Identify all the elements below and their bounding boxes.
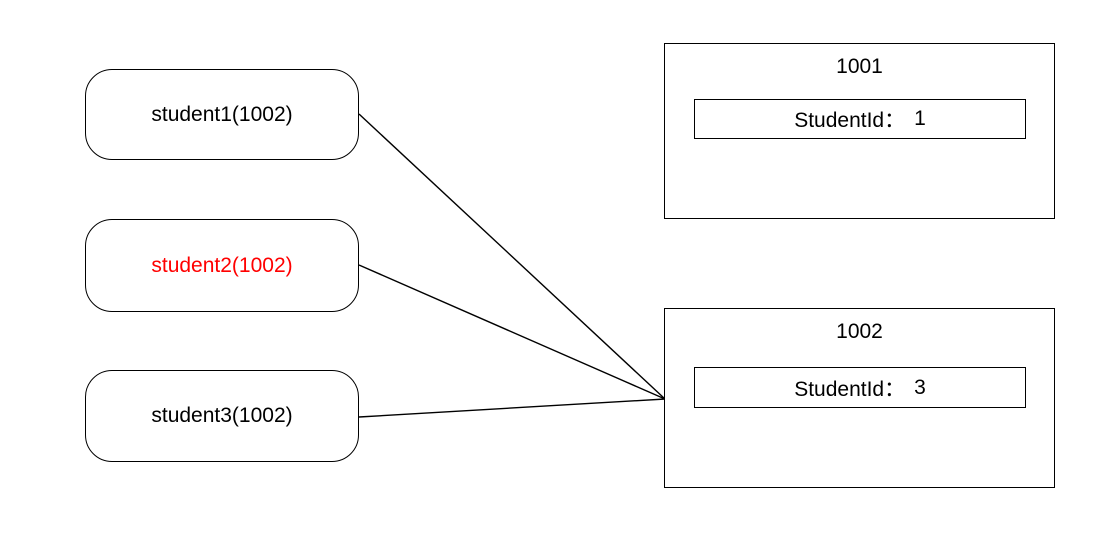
group-1002-studentid-value: 3 [914,375,926,399]
group-1001: 1001 StudentId： 1 [664,43,1055,219]
group-1002: 1002 StudentId： 3 [664,308,1055,488]
group-1001-studentid-field: StudentId： 1 [694,99,1026,139]
group-1002-title: 1002 [836,320,883,343]
node-student1: student1(1002) [85,69,359,160]
node-student2: student2(1002) [85,219,359,312]
node-student3: student3(1002) [85,370,359,462]
node-student3-label: student3(1002) [151,404,293,427]
connector-student2-to-1002 [358,264,666,400]
connector-student3-to-1002 [358,398,666,418]
group-1002-studentid-label: StudentId： [794,377,906,401]
node-student1-label: student1(1002) [151,102,293,126]
group-1001-studentid-label: StudentId： [794,109,906,132]
group-1001-title: 1001 [836,55,883,78]
connector-student1-to-1002 [358,113,666,400]
group-1001-studentid-value: 1 [914,107,926,130]
group-1002-studentid-field: StudentId： 3 [694,367,1026,408]
node-student2-label: student2(1002) [151,253,293,277]
